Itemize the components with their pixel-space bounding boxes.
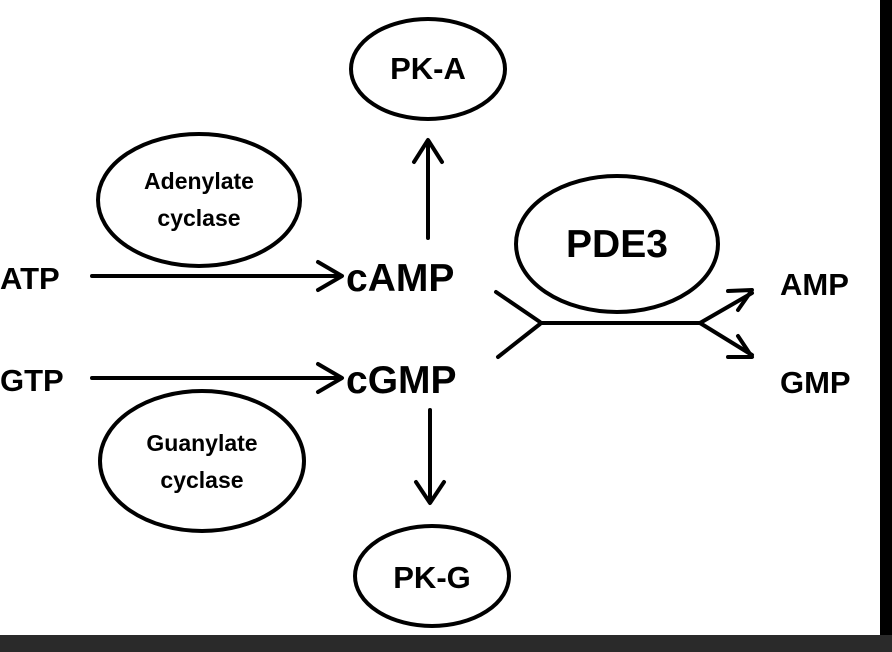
guanylate-cyclase-node [98,389,306,533]
to-amp-arrowhead [726,288,754,312]
pde3-node [514,174,720,314]
atp-to-camp-arrowhead [316,260,344,292]
pkg-node [353,524,511,628]
camp-to-pde3-line [494,290,542,324]
pka-label: PK-A [390,51,466,86]
cgmp-label: cGMP [346,359,457,402]
gtp-label: GTP [0,363,64,398]
adenylate-cyclase-label: cyclase [157,205,240,231]
cgmp-to-pkg-arrowhead [414,480,446,505]
to-gmp-arrow [698,321,754,357]
guanylate-cyclase-label: cyclase [160,467,243,493]
to-gmp-arrowhead [726,334,754,359]
guanylate-label: Guanylate [146,430,257,456]
bottom-strip [0,635,892,652]
to-amp-arrow [698,291,754,325]
camp-to-pka-arrowhead [412,138,444,164]
camp-label: cAMP [346,257,454,300]
pka-node [349,17,507,121]
cgmp-to-pde3-line [496,322,542,359]
atp-label: ATP [0,261,60,296]
pde3-label: PDE3 [566,223,668,266]
gtp-to-cgmp-arrowhead [316,362,344,394]
gmp-label: GMP [780,365,851,400]
amp-label: AMP [780,267,849,302]
adenylate-cyclase-node [96,132,302,268]
adenylate-label: Adenylate [144,168,254,194]
pathway-diagram: PK-A Adenylate cyclase PDE3 Guanylate cy… [0,17,851,628]
pkg-label: PK-G [393,560,471,595]
diagram-canvas: PK-A Adenylate cyclase PDE3 Guanylate cy… [0,0,880,635]
